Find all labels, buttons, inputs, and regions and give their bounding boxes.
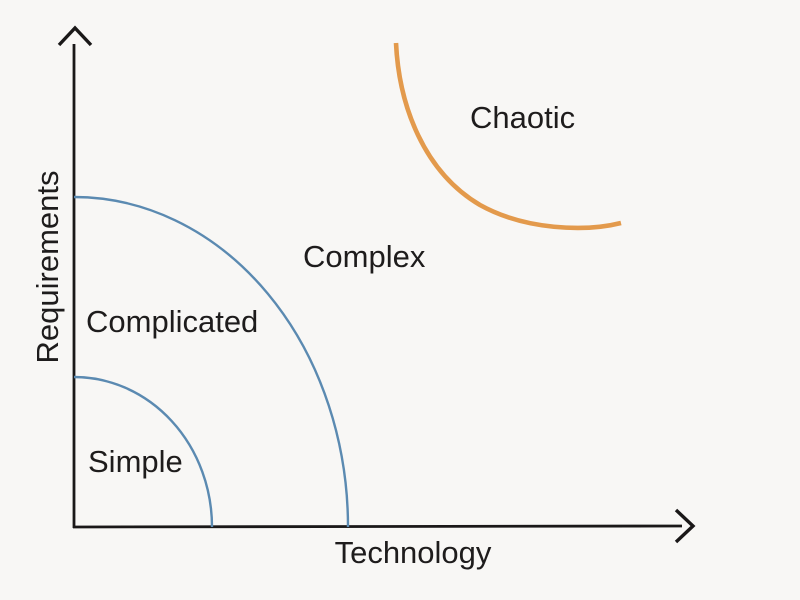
x-axis-line xyxy=(72,524,683,529)
x-axis-label: Technology xyxy=(335,535,492,570)
y-axis-label: Requirements xyxy=(30,171,65,364)
zone-label-complex: Complex xyxy=(303,239,426,274)
zone-label-complicated: Complicated xyxy=(86,304,258,339)
complicated-boundary-curve xyxy=(73,195,350,528)
chaotic-boundary-curve xyxy=(393,42,622,231)
simple-boundary-curve xyxy=(73,375,214,528)
zone-label-chaotic: Chaotic xyxy=(470,100,575,135)
x-axis-arrowhead-icon xyxy=(674,508,696,544)
zone-label-simple: Simple xyxy=(88,444,183,479)
y-axis-arrowhead-icon xyxy=(57,25,93,47)
